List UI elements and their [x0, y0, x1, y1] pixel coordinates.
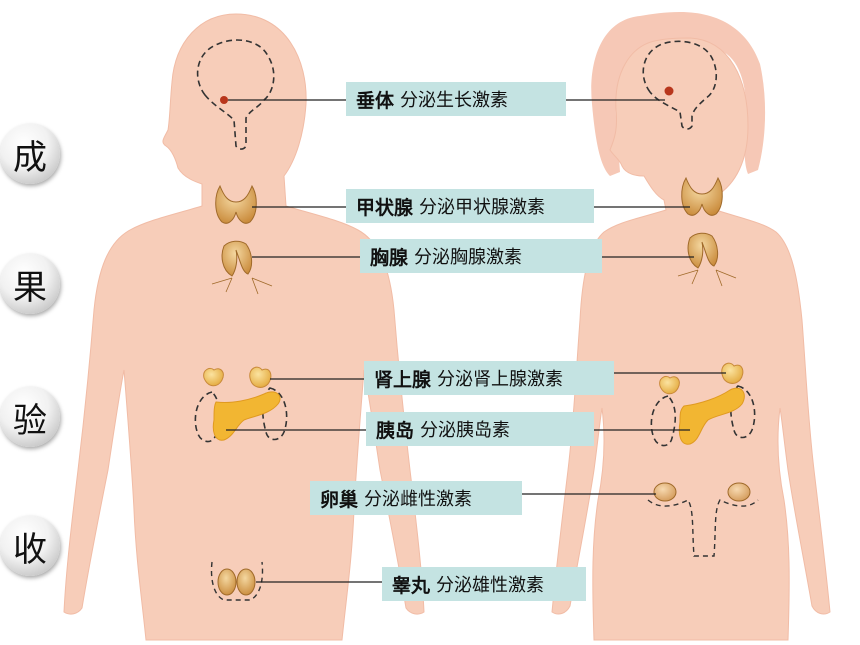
label-thymus: 胸腺 分泌胸腺激素 — [360, 239, 602, 273]
female-body — [551, 37, 831, 641]
female-pituitary — [664, 86, 674, 96]
female-thyroid — [681, 176, 723, 216]
label-pituitary: 垂体 分泌生长激素 — [346, 82, 566, 116]
male-testes — [210, 561, 264, 601]
gland-name-adrenal: 肾上腺 — [374, 368, 432, 391]
label-adrenal: 肾上腺 分泌肾上腺激素 — [364, 361, 614, 395]
side-button-1[interactable]: 成 — [0, 124, 60, 184]
female-thymus — [677, 232, 737, 287]
label-ovary: 卵巢 分泌雌性激素 — [310, 481, 522, 515]
label-thyroid: 甲状腺 分泌甲状腺激素 — [346, 189, 594, 223]
female-figure — [551, 12, 831, 641]
gland-desc-thymus: 分泌胸腺激素 — [414, 247, 523, 268]
male-pituitary — [220, 96, 228, 104]
gland-desc-pituitary: 分泌生长激素 — [400, 90, 509, 111]
gland-desc-thyroid: 分泌甲状腺激素 — [419, 197, 546, 218]
gland-name-thyroid: 甲状腺 — [356, 196, 414, 219]
male-adrenal-kidneys — [194, 366, 288, 443]
label-islet: 胰岛 分泌胰岛素 — [366, 412, 594, 446]
male-thymus — [211, 240, 273, 295]
gland-name-testis: 睾丸 — [392, 574, 431, 597]
side-button-3[interactable]: 验 — [0, 387, 60, 447]
female-ovaries — [647, 482, 759, 557]
gland-desc-islet: 分泌胰岛素 — [420, 420, 511, 441]
label-testis: 睾丸 分泌雄性激素 — [382, 567, 586, 601]
gland-name-pituitary: 垂体 — [356, 89, 395, 112]
gland-name-ovary: 卵巢 — [320, 488, 359, 511]
male-pancreas — [212, 391, 281, 441]
gland-desc-ovary: 分泌雌性激素 — [364, 489, 473, 510]
gland-desc-adrenal: 分泌肾上腺激素 — [437, 369, 564, 390]
gland-name-islet: 胰岛 — [376, 419, 415, 442]
male-thyroid — [215, 184, 257, 224]
gland-name-thymus: 胸腺 — [370, 246, 409, 269]
female-pancreas — [678, 387, 745, 445]
side-button-4[interactable]: 收 — [0, 516, 60, 576]
side-button-2[interactable]: 果 — [0, 254, 60, 314]
gland-desc-testis: 分泌雄性激素 — [436, 575, 545, 596]
connector-lines — [226, 99, 726, 583]
